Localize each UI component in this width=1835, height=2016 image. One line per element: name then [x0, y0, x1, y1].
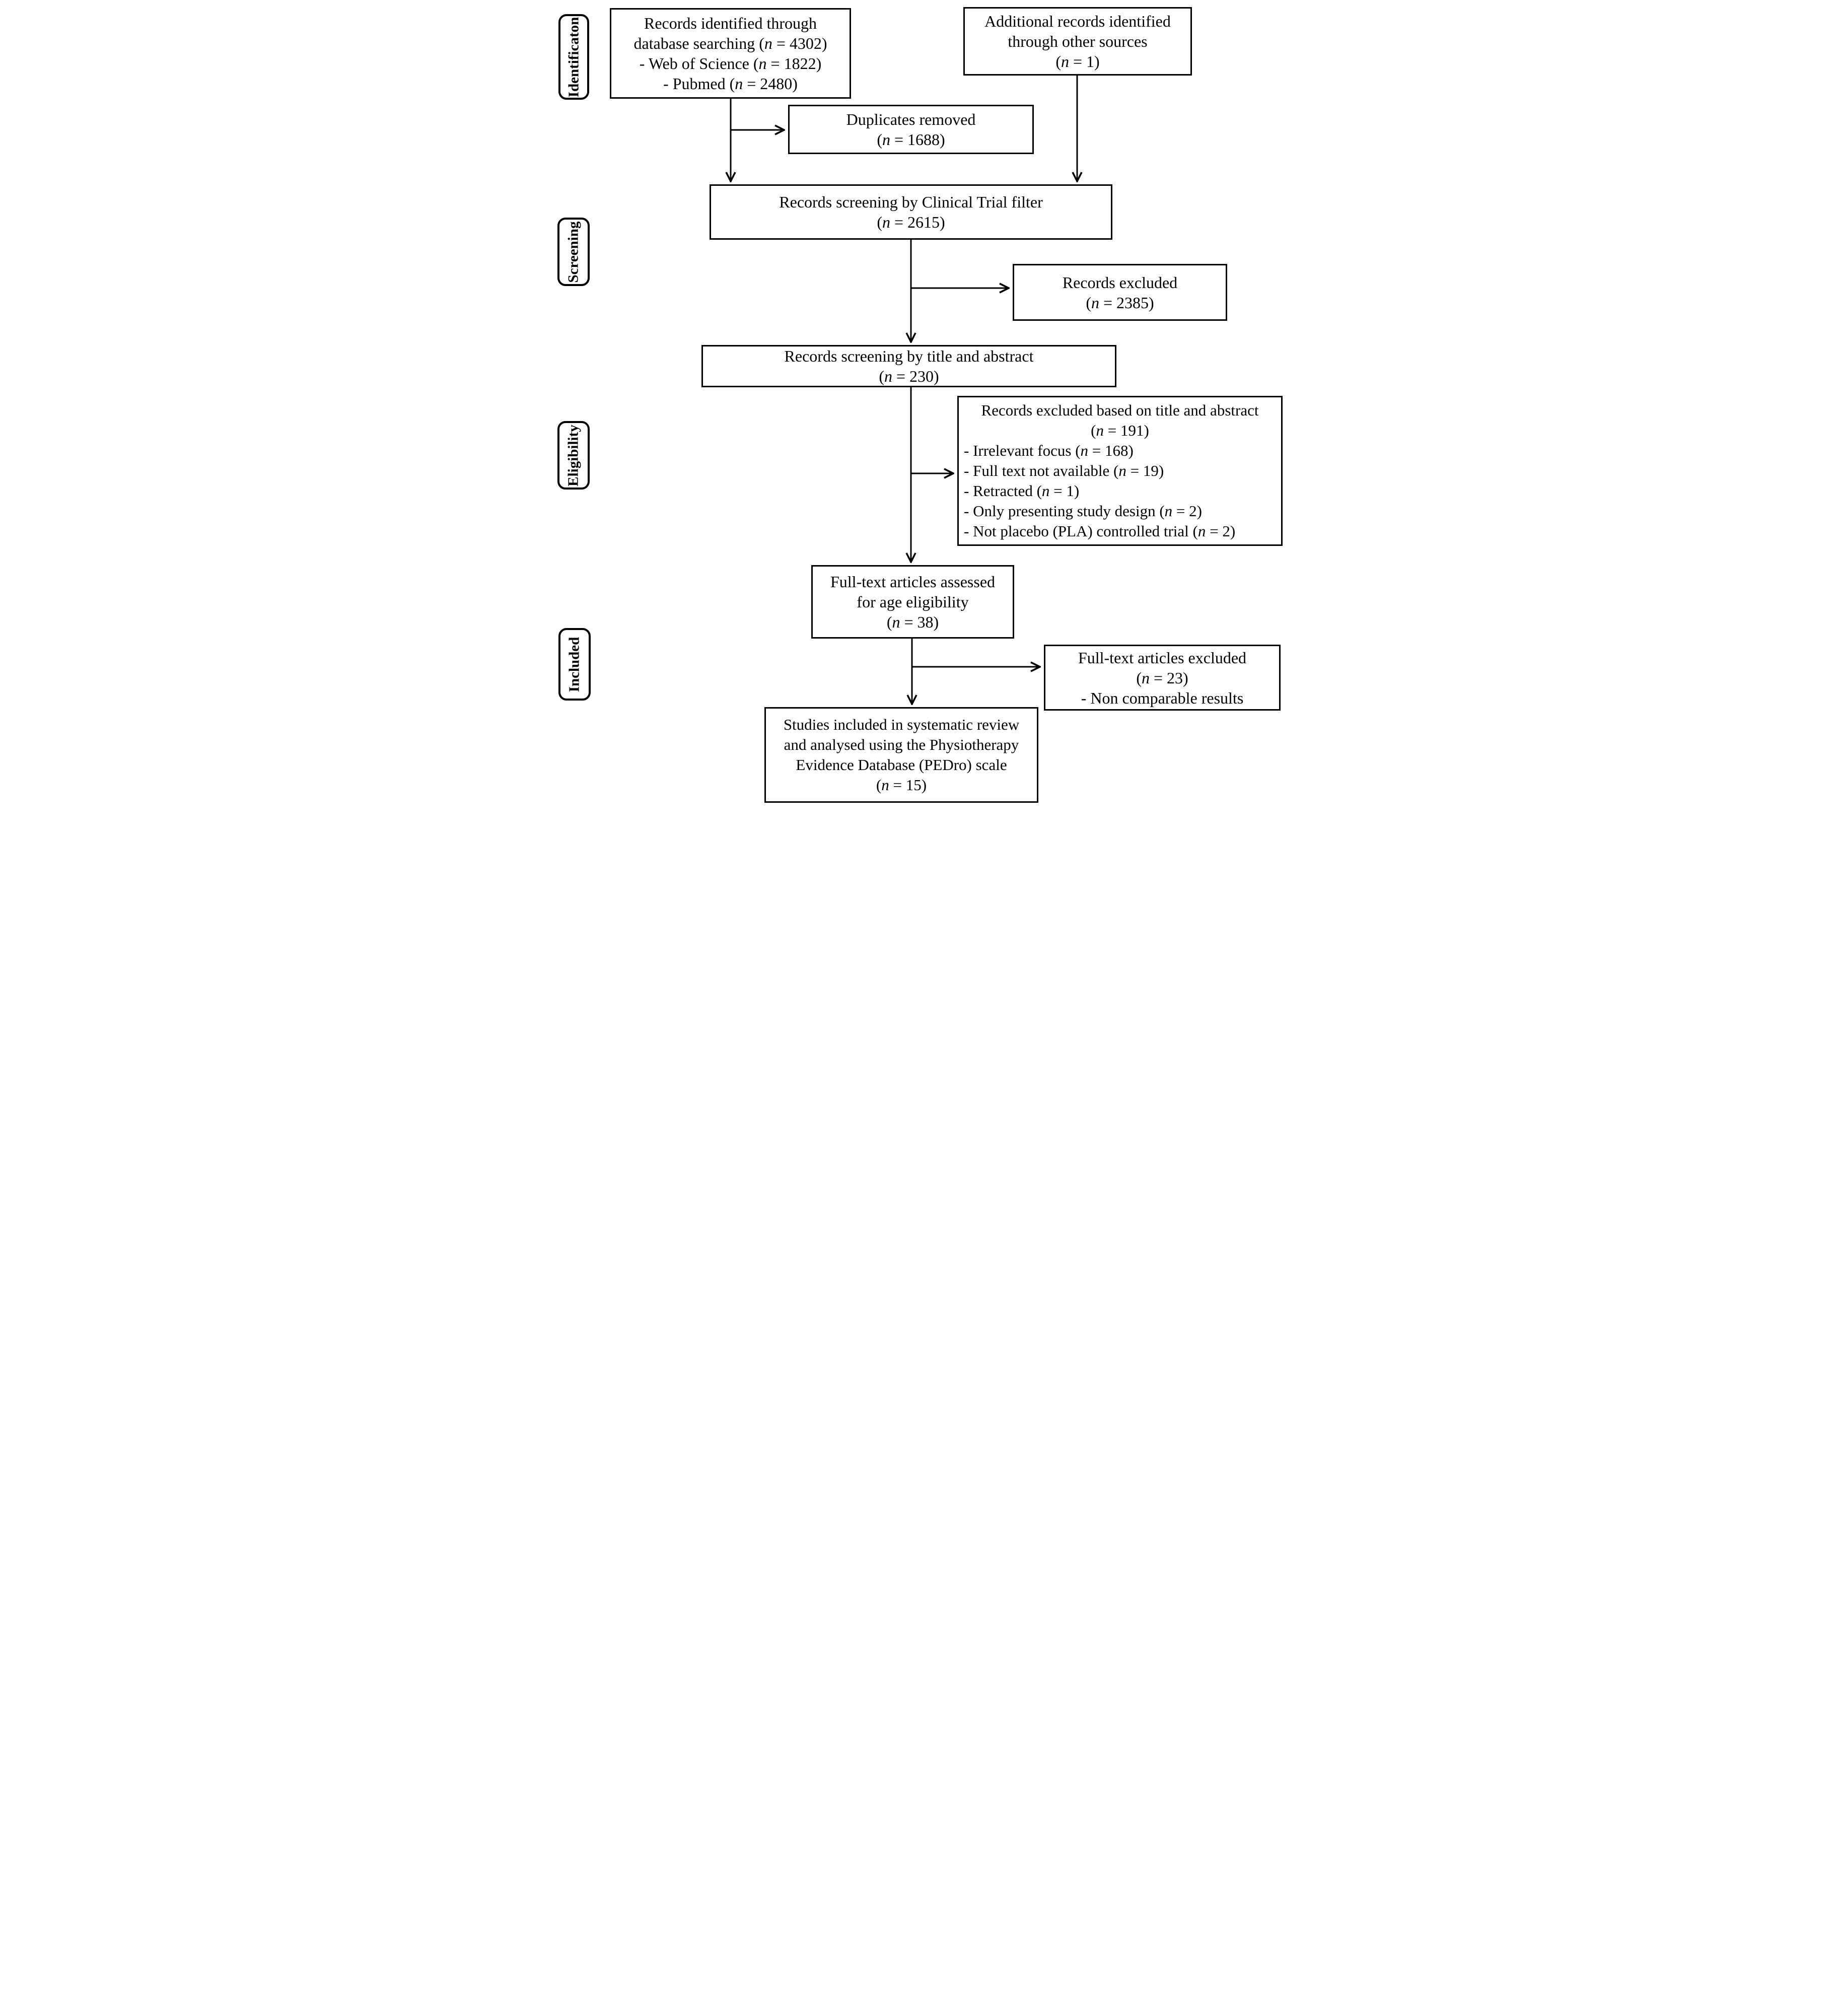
- box-title-abstract-screening: Records screening by title and abstract …: [701, 345, 1116, 387]
- text-line: Studies included in systematic review: [783, 716, 1020, 733]
- box-fulltext-assessed: Full-text articles assessed for age elig…: [811, 565, 1014, 639]
- text-line: database searching (n = 4302): [633, 34, 827, 52]
- text-line: and analysed using the Physiotherapy: [784, 736, 1019, 753]
- exclusion-reason-line: - Full text not available (n = 19): [964, 462, 1164, 479]
- text-line: Records screening by title and abstract: [784, 347, 1034, 365]
- text-line: Additional records identified: [984, 12, 1171, 30]
- text-line: (n = 38): [886, 613, 939, 631]
- box-fulltext-excluded: Full-text articles excluded (n = 23) - N…: [1044, 645, 1281, 711]
- exclusion-reason-line: - Retracted (n = 1): [964, 482, 1080, 500]
- stage-label-text: Screening: [565, 221, 582, 283]
- stage-label-text: Identificaton: [566, 17, 582, 97]
- text-line: (n = 23): [1136, 668, 1188, 687]
- text-line: Evidence Database (PEDro) scale: [796, 756, 1007, 774]
- stage-label-included: Included: [558, 628, 591, 701]
- text-line: Duplicates removed: [846, 110, 976, 128]
- text-line: (n = 1): [1055, 52, 1100, 71]
- text-line: - Pubmed (n = 2480): [663, 75, 798, 93]
- stage-label-eligibility: Eligibility: [557, 421, 590, 490]
- box-additional-records: Additional records identified through ot…: [963, 7, 1192, 76]
- text-line: (n = 2615): [877, 213, 945, 231]
- stage-label-identification: Identificaton: [558, 14, 589, 100]
- text-line: (n = 1688): [877, 130, 945, 149]
- prisma-flow-diagram: Identificaton Screening Eligibility Incl…: [550, 0, 1285, 806]
- box-excluded-title-abstract: Records excluded based on title and abst…: [957, 396, 1283, 546]
- box-clinical-trial-filter: Records screening by Clinical Trial filt…: [710, 184, 1112, 240]
- text-line: Records excluded: [1062, 273, 1178, 292]
- exclusion-reason-line: - Irrelevant focus (n = 168): [964, 442, 1134, 459]
- text-line: Records screening by Clinical Trial filt…: [779, 193, 1043, 211]
- text-line: Records identified through: [644, 14, 817, 32]
- stage-label-screening: Screening: [557, 218, 590, 286]
- text-line: Records excluded based on title and abst…: [981, 401, 1259, 419]
- text-line: (n = 191): [1091, 422, 1149, 439]
- stage-label-text: Included: [566, 637, 583, 692]
- text-line: Full-text articles excluded: [1078, 648, 1247, 667]
- text-line: for age eligibility: [857, 593, 969, 611]
- box-records-identified: Records identified through database sear…: [610, 8, 851, 99]
- box-duplicates-removed: Duplicates removed (n = 1688): [788, 105, 1034, 154]
- stage-label-text: Eligibility: [565, 424, 582, 486]
- text-line: (n = 230): [879, 367, 939, 385]
- exclusion-reason-line: - Only presenting study design (n = 2): [964, 502, 1202, 520]
- text-line: - Web of Science (n = 1822): [639, 54, 822, 73]
- text-line: Full-text articles assessed: [830, 573, 996, 591]
- exclusion-reason-line: - Not placebo (PLA) controlled trial (n …: [964, 522, 1236, 540]
- box-records-excluded: Records excluded (n = 2385): [1013, 264, 1227, 321]
- text-line: - Non comparable results: [1081, 688, 1244, 707]
- text-line: through other sources: [1008, 32, 1148, 50]
- text-line: (n = 15): [876, 776, 927, 794]
- text-line: (n = 2385): [1086, 293, 1154, 312]
- box-studies-included: Studies included in systematic review an…: [764, 707, 1038, 803]
